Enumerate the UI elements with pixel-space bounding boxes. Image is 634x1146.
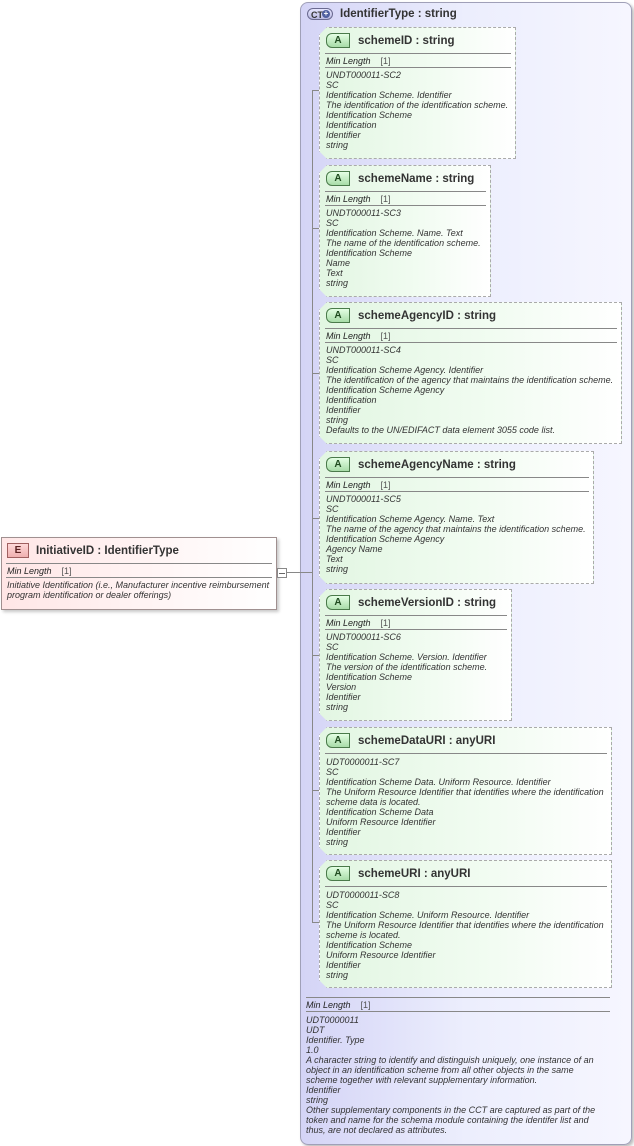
attribute-title: schemeName : string bbox=[358, 172, 475, 185]
tree-connector bbox=[312, 90, 313, 922]
divider bbox=[325, 629, 507, 630]
attribute-documentation: UNDT000011-SC4 SC Identification Scheme … bbox=[326, 345, 614, 435]
connector-line bbox=[312, 373, 319, 374]
attribute-icon: A bbox=[326, 866, 350, 881]
facet-value: [1] bbox=[61, 566, 72, 576]
divider bbox=[306, 1011, 610, 1012]
ct-badge-label: CT bbox=[311, 10, 323, 20]
connector-line bbox=[312, 922, 319, 923]
facet-value: [1] bbox=[380, 194, 391, 204]
attribute-facet: Min Length [1] bbox=[326, 56, 391, 66]
divider bbox=[325, 615, 507, 616]
connector-line bbox=[312, 228, 319, 229]
facet-label: Min Length bbox=[306, 1000, 351, 1010]
attribute-title: schemeDataURI : anyURI bbox=[358, 734, 496, 747]
divider bbox=[325, 328, 617, 329]
connector-line bbox=[312, 518, 319, 519]
facet-label: Min Length bbox=[326, 331, 371, 341]
facet-label: Min Length bbox=[7, 566, 52, 576]
attribute-title: schemeAgencyName : string bbox=[358, 458, 516, 471]
attribute-title: schemeID : string bbox=[358, 34, 455, 47]
facet-value: [1] bbox=[380, 331, 391, 341]
complex-type-icon: CT+ bbox=[307, 8, 333, 20]
facet-value: [1] bbox=[380, 618, 391, 628]
element-title: InitiativeID : IdentifierType bbox=[36, 544, 179, 557]
facet-value: [1] bbox=[360, 1000, 371, 1010]
collapse-toggle-icon[interactable] bbox=[277, 568, 287, 578]
divider bbox=[325, 491, 589, 492]
element-documentation: Initiative Identification (i.e., Manufac… bbox=[7, 580, 270, 600]
divider bbox=[325, 67, 511, 68]
attribute-title: schemeVersionID : string bbox=[358, 596, 497, 609]
attribute-documentation: UDT0000011-SC8 SC Identification Scheme.… bbox=[326, 890, 604, 980]
attribute-facet: Min Length [1] bbox=[326, 194, 391, 204]
attribute-icon: A bbox=[326, 595, 350, 610]
facet-value: [1] bbox=[380, 56, 391, 66]
element-header: E InitiativeID : IdentifierType bbox=[7, 542, 179, 559]
divider bbox=[325, 205, 486, 206]
facet-label: Min Length bbox=[326, 194, 371, 204]
divider bbox=[325, 191, 486, 192]
attribute-icon: A bbox=[326, 457, 350, 472]
attribute-title: schemeURI : anyURI bbox=[358, 867, 471, 880]
attribute-title: schemeAgencyID : string bbox=[358, 309, 497, 322]
facet-label: Min Length bbox=[326, 56, 371, 66]
facet-label: Min Length bbox=[326, 618, 371, 628]
attribute-facet: Min Length [1] bbox=[326, 480, 391, 490]
attribute-facet: Min Length [1] bbox=[326, 618, 391, 628]
element-initiativeid[interactable]: E InitiativeID : IdentifierType Min Leng… bbox=[1, 537, 277, 610]
complex-type-title: IdentifierType : string bbox=[340, 8, 457, 20]
connector-line bbox=[286, 572, 300, 573]
divider bbox=[325, 477, 589, 478]
connector-line bbox=[312, 90, 319, 91]
attribute-facet: Min Length [1] bbox=[326, 331, 391, 341]
divider bbox=[6, 563, 272, 564]
plus-icon: + bbox=[322, 9, 330, 18]
divider bbox=[6, 577, 272, 578]
divider bbox=[306, 997, 610, 998]
divider bbox=[325, 53, 511, 54]
divider bbox=[325, 886, 607, 887]
connector-line bbox=[312, 790, 319, 791]
element-icon: E bbox=[7, 543, 29, 558]
facet-value: [1] bbox=[380, 480, 391, 490]
attribute-documentation: UNDT000011-SC3 SC Identification Scheme.… bbox=[326, 208, 481, 288]
facet-label: Min Length bbox=[326, 480, 371, 490]
attribute-documentation: UNDT000011-SC6 SC Identification Scheme.… bbox=[326, 632, 488, 712]
attribute-icon: A bbox=[326, 171, 350, 186]
divider bbox=[325, 342, 617, 343]
attribute-documentation: UDT0000011-SC7 SC Identification Scheme … bbox=[326, 757, 604, 847]
attribute-documentation: UNDT000011-SC5 SC Identification Scheme … bbox=[326, 494, 586, 574]
complex-type-header: CT+ IdentifierType : string bbox=[307, 8, 457, 20]
connector-line bbox=[300, 572, 312, 573]
complex-type-documentation: UDT0000011 UDT Identifier. Type 1.0 A ch… bbox=[306, 1015, 596, 1135]
divider bbox=[325, 753, 607, 754]
attribute-documentation: UNDT000011-SC2 SC Identification Scheme.… bbox=[326, 70, 509, 150]
connector-line bbox=[312, 655, 319, 656]
element-facet: Min Length [1] bbox=[7, 566, 72, 576]
attribute-icon: A bbox=[326, 308, 350, 323]
complex-type-facet: Min Length [1] bbox=[306, 1000, 371, 1010]
attribute-icon: A bbox=[326, 33, 350, 48]
attribute-icon: A bbox=[326, 733, 350, 748]
